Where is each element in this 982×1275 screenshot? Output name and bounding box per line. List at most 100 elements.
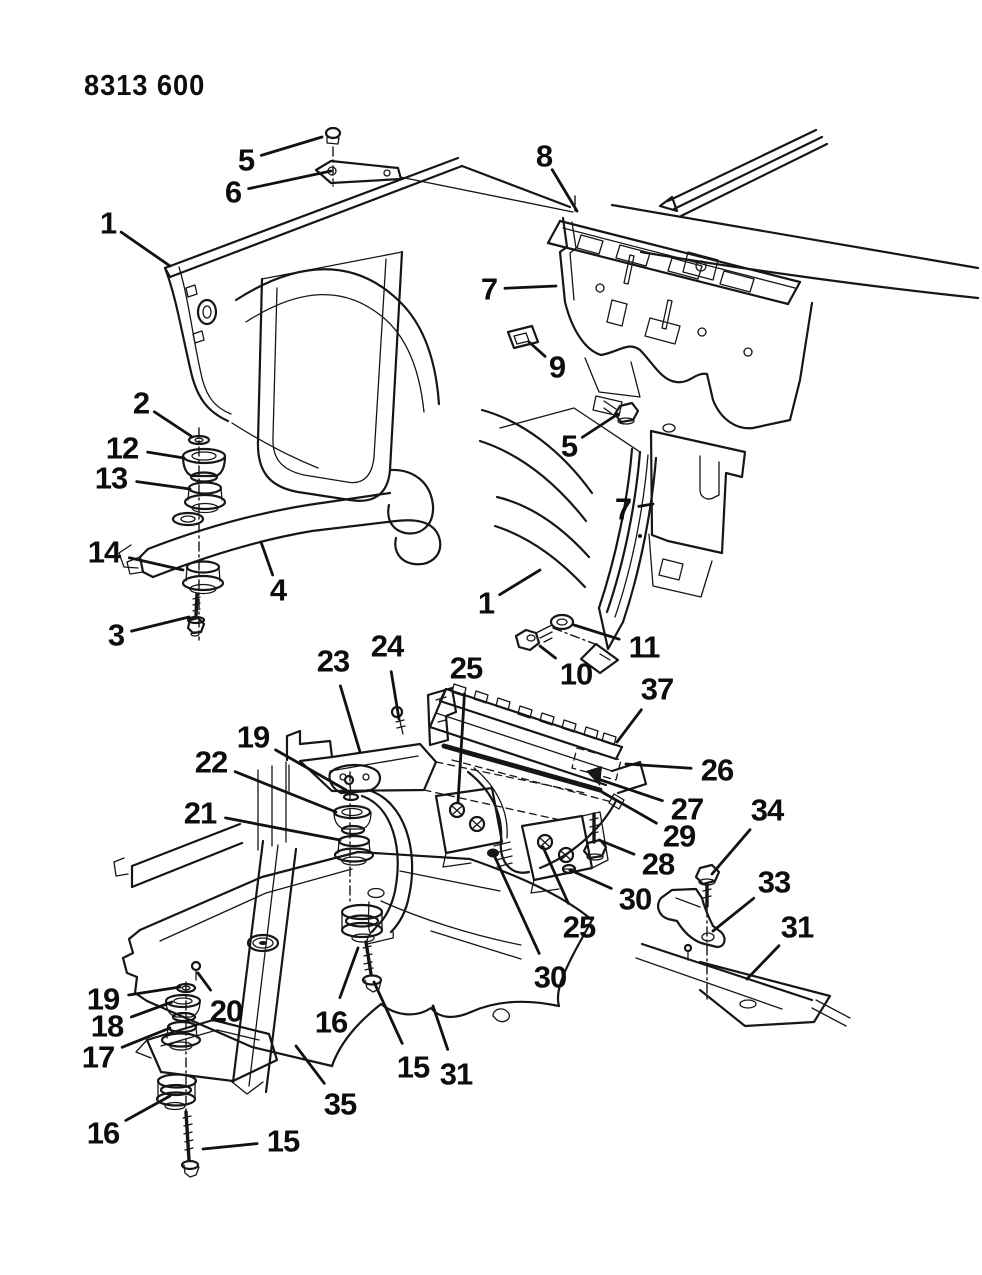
crossmember-art-stroke (180, 515, 196, 523)
floor-pan-art-stroke (492, 1008, 510, 1023)
fender-rear-sketch-art-stroke (579, 642, 620, 675)
fender-rear-sketch-art-stroke (699, 455, 720, 500)
cowl-dash-panel-art-stroke (743, 347, 753, 357)
mount-bracket-right-art-stroke (539, 837, 572, 861)
crossmember-art-stroke (138, 547, 155, 579)
cowl-dash-panel-art-stroke (558, 219, 802, 284)
cowl-dash-panel-art-stroke (615, 244, 651, 267)
callout-31-31: 31 (745, 910, 815, 981)
mid-insulator-stack-art-stroke (340, 921, 384, 939)
front-insulator-stack-art-stroke (194, 437, 204, 443)
callout-leader-line (274, 748, 348, 792)
mount-bracket-left-art (434, 786, 504, 868)
callout-26-24: 26 (624, 753, 735, 788)
callout-number: 7 (615, 492, 631, 527)
callout-leader-line (338, 684, 362, 754)
callout-leader-line (615, 708, 643, 744)
hood-release-cable-art-stroke (493, 841, 513, 868)
fender-rear-sketch-art-stroke (599, 653, 611, 661)
callout-leader-line (294, 1044, 326, 1085)
torsion-crossmember-art-stroke (395, 719, 406, 729)
hold-down-bolt-and-bracket-art-stroke (326, 136, 340, 145)
mid-insulator-stack-art-stroke (362, 773, 370, 781)
fender-assembly-art-stroke (272, 258, 387, 484)
floor-pan-art-stroke (556, 918, 594, 1008)
callout-number: 7 (481, 272, 497, 307)
callout-number: 24 (371, 629, 405, 664)
callout-leader-line (196, 971, 212, 992)
sill-bracket-art-stroke (701, 932, 715, 942)
callout-30-28: 30 (568, 868, 652, 917)
mount-bracket-left-art-stroke (487, 848, 499, 858)
callout-leader-line (389, 670, 401, 721)
callout-leader-line (711, 896, 756, 933)
floor-pan-art-stroke (248, 844, 279, 1087)
fender-assembly-art-stroke (245, 293, 425, 413)
cowl-clip-art-stroke (506, 324, 540, 350)
callout-number: 16 (87, 1116, 120, 1151)
callout-number: 25 (563, 910, 596, 945)
callout-number: 15 (267, 1124, 300, 1159)
plenum-panel-art-stroke (601, 732, 617, 746)
fender-assembly-art-stroke (202, 305, 212, 319)
floor-pan-art-stroke (231, 839, 265, 1084)
callout-number: 15 (397, 1050, 430, 1085)
callout-leader-line (127, 556, 185, 572)
callout-leader-line (338, 946, 360, 999)
fender-rear-sketch-art-stroke (605, 450, 642, 614)
fender-rear-sketch-art-stroke (658, 558, 684, 581)
mid-insulator-stack-art-stroke (340, 903, 384, 921)
cowl-bolt-art (603, 400, 640, 425)
callout-10-10: 10 (538, 644, 593, 692)
mid-insulator-stack-art-stroke (341, 807, 363, 817)
floor-pan-art-stroke (430, 930, 522, 960)
front-insulator-stack-art-stroke (183, 493, 227, 511)
hold-down-bolt-and-bracket-art (314, 126, 403, 187)
callout-number: 1 (100, 206, 117, 241)
fender-rear-sketch-art-stroke (514, 628, 541, 652)
callout-leader-line (201, 1142, 259, 1151)
fender-assembly-art-stroke (178, 266, 232, 415)
callout-leader-line (572, 623, 621, 641)
sill-bracket-art-stroke (683, 943, 693, 953)
fender-rear-sketch-art-stroke (648, 533, 713, 598)
floor-pan-art-stroke (135, 1039, 152, 1059)
mount-bracket-left-art-stroke (468, 815, 486, 833)
callout-leader-line (580, 412, 620, 439)
mid-insulator-stack-art-stroke (364, 979, 382, 993)
callout-leader-line (233, 770, 338, 814)
callout-1-8: 1 (478, 568, 542, 621)
plenum-panel-art-stroke (561, 719, 577, 733)
sill-bracket-art-stroke (635, 957, 783, 1010)
front-insulator-stack-art-stroke (191, 502, 219, 514)
mid-insulator-stack-art-stroke (337, 834, 371, 848)
callout-leader-line (456, 692, 466, 804)
floor-pan-art-stroke (380, 900, 522, 946)
mid-insulator-stack-art-stroke (360, 794, 399, 926)
mid-insulator-stack-art-stroke (366, 901, 394, 945)
floor-pan-art-stroke (230, 1080, 264, 1095)
mount-bracket-right-art-stroke (581, 811, 609, 869)
front-insulator-stack-art-stroke (186, 615, 206, 625)
mid-insulator-stack-art-stroke (332, 804, 372, 820)
crossmember-art-stroke (151, 519, 442, 579)
mid-insulator-stack-art-stroke (361, 974, 383, 986)
callout-19-21: 19 (237, 720, 348, 792)
callout-number: 26 (701, 753, 734, 788)
torsion-crossmember-art-stroke (285, 729, 334, 762)
cowl-dash-panel-art-stroke (644, 317, 681, 345)
rear-insulator-stack-art-stroke (164, 1101, 186, 1111)
callout-13-13: 13 (95, 461, 192, 496)
callout-leader-line (130, 615, 191, 633)
mid-insulator-stack-art-stroke (362, 945, 374, 971)
cowl-dash-panel-art-stroke (546, 219, 802, 306)
crossmember-art (118, 427, 442, 641)
floor-pan-art-stroke (160, 1029, 260, 1047)
cowl-dash-panel-art-stroke (558, 216, 814, 430)
cowl-dash-panel-art-stroke (719, 270, 755, 293)
plenum-panel-art-stroke (441, 743, 603, 793)
callout-number: 34 (751, 793, 785, 828)
callout-21-23: 21 (184, 796, 342, 842)
